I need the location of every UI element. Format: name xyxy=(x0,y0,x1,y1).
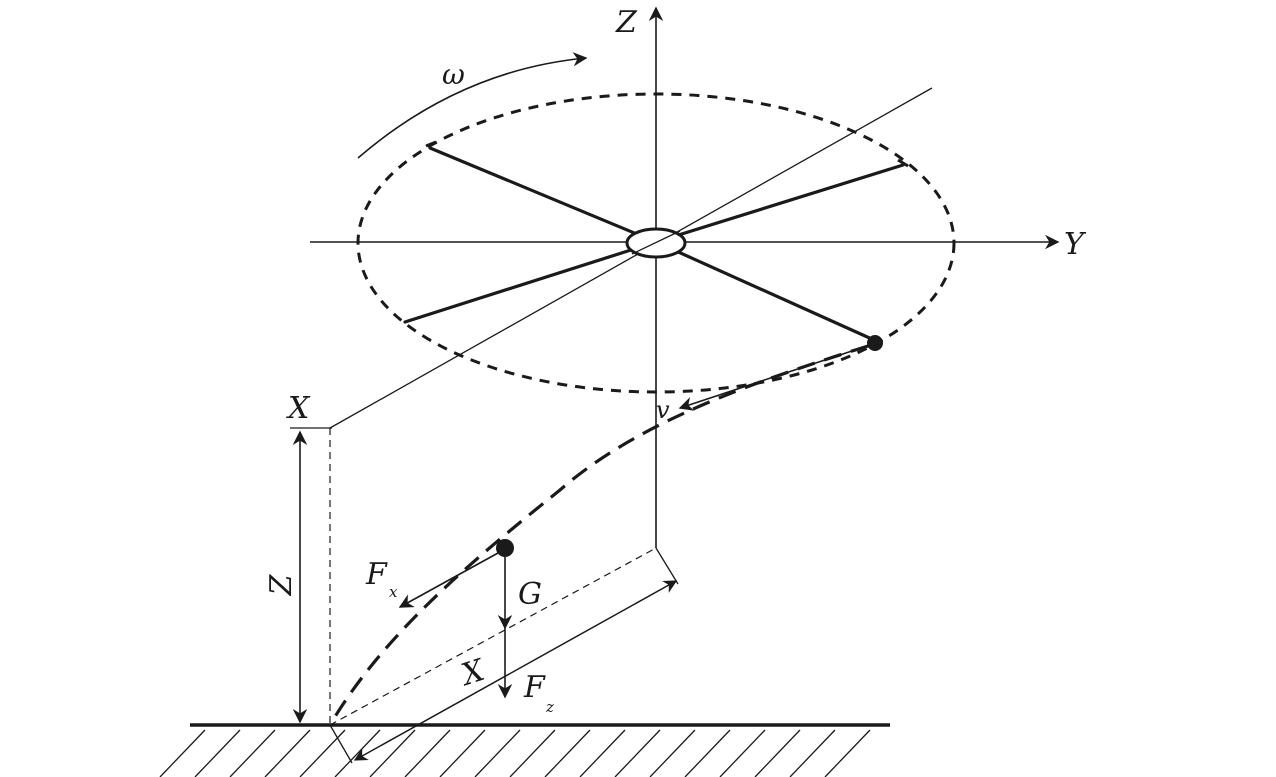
force-fz-subscript: z xyxy=(545,698,554,716)
blade-tip-mark-left xyxy=(425,140,437,148)
force-fz-label: F xyxy=(523,670,546,705)
blade-lower-right xyxy=(654,240,876,342)
rotor-disk-path xyxy=(356,92,956,394)
ground-x-extension-right xyxy=(655,547,679,585)
debris-fragment xyxy=(496,539,514,557)
velocity-label: v xyxy=(656,396,670,424)
force-fx-vector xyxy=(398,552,499,608)
ground-x-label: X xyxy=(456,653,491,694)
release-point xyxy=(867,335,883,351)
hub-axis-cross xyxy=(631,230,681,255)
omega-label: ω xyxy=(442,58,465,91)
ground-x-dimension xyxy=(353,580,678,761)
rotor-blades xyxy=(403,146,905,342)
height-z-label: Z xyxy=(264,573,299,596)
force-fx-subscript: x xyxy=(389,583,398,601)
x-axis xyxy=(329,87,933,429)
rotation-arrow xyxy=(357,52,588,159)
z-axis-label: Z xyxy=(615,5,638,40)
blade-upper-left xyxy=(428,146,658,244)
blade-upper-right xyxy=(654,163,905,244)
y-axis-label: Y xyxy=(1064,227,1087,262)
x-axis-label: X xyxy=(286,391,311,426)
force-fx-label: F xyxy=(365,557,388,592)
debris-trajectory xyxy=(328,344,869,726)
ground-x-extension-left xyxy=(329,724,353,764)
blade-tip-mark-right xyxy=(897,158,909,168)
blade-lower-left xyxy=(403,240,658,324)
force-g-label: G xyxy=(518,577,542,612)
ground-hatching xyxy=(159,729,871,777)
